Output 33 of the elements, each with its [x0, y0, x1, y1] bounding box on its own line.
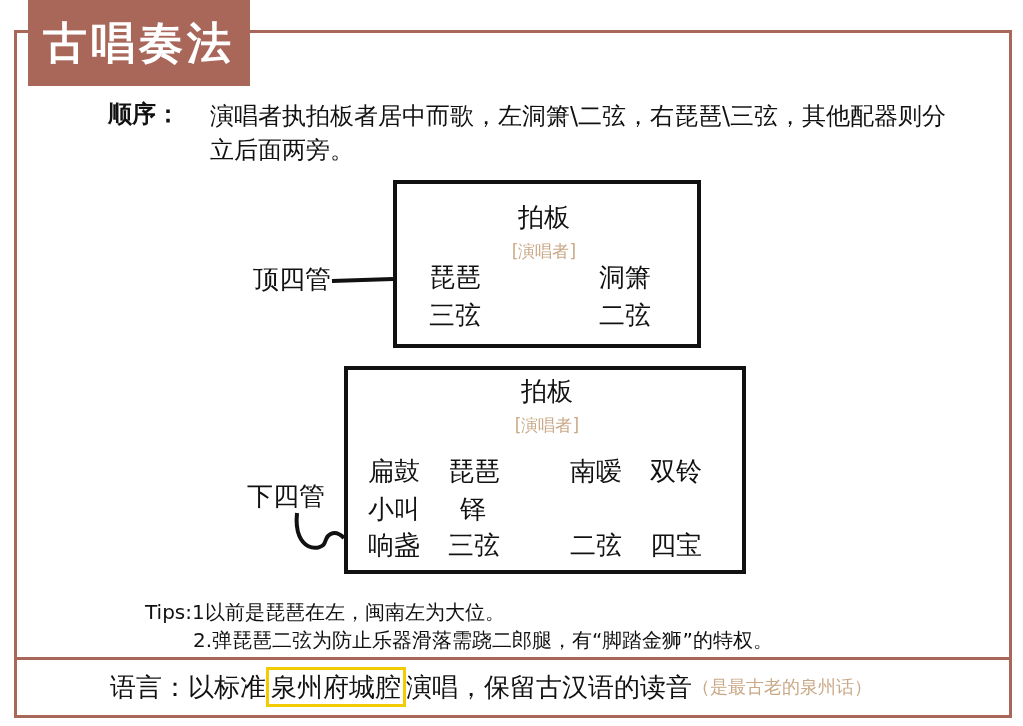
group-label: 顶四管 — [253, 264, 331, 294]
dialect-note: （是最古老的泉州话） — [692, 675, 872, 699]
language-note: 演唱，保留古汉语的读音 — [406, 670, 692, 704]
language-label: 语言：以标准 — [110, 670, 266, 704]
instrument-label: 铎 — [460, 494, 486, 524]
instrument-label: 响盏 — [368, 530, 420, 560]
instrument-label: 三弦 — [448, 530, 500, 560]
heading-label: 顺序： — [108, 99, 180, 129]
role-note: [演唱者] — [514, 414, 580, 437]
instrument-label: 双铃 — [650, 456, 702, 486]
stage-box — [393, 180, 701, 348]
instrument-label: 南嗳 — [570, 456, 622, 486]
instrument-label: 琵琶 — [448, 456, 500, 486]
title-banner: 古唱奏法 — [28, 0, 250, 86]
order-note: 演唱者执拍板者居中而歌，左洞箫\二弦，右琵琶\三弦，其他配器则分立后面两旁。 — [210, 101, 948, 166]
instrument-label: 琵琶 — [429, 262, 481, 292]
highlighted-text: 泉州府城腔 — [266, 667, 406, 707]
leader-line — [331, 277, 394, 283]
instrument-label: 拍板 — [521, 376, 573, 406]
tip-note: Tips:1以前是琵琶在左，闽南左为大位。 — [145, 599, 505, 626]
instrument-label: 二弦 — [599, 300, 651, 330]
instrument-label: 扁鼓 — [368, 456, 420, 486]
tip-note: 2.弹琵琶二弦为防止乐器滑落需跷二郎腿，有“脚踏金狮”的特权。 — [193, 627, 773, 654]
role-note: [演唱者] — [511, 240, 577, 263]
leader-line — [294, 512, 346, 550]
instrument-label: 小叫 — [368, 494, 420, 524]
instrument-label: 四宝 — [650, 530, 702, 560]
instrument-label: 二弦 — [570, 530, 622, 560]
instrument-label: 三弦 — [429, 300, 481, 330]
instrument-label: 拍板 — [518, 202, 570, 232]
stage-box — [344, 366, 746, 574]
instrument-label: 洞箫 — [599, 262, 651, 292]
group-label: 下四管 — [247, 481, 325, 511]
